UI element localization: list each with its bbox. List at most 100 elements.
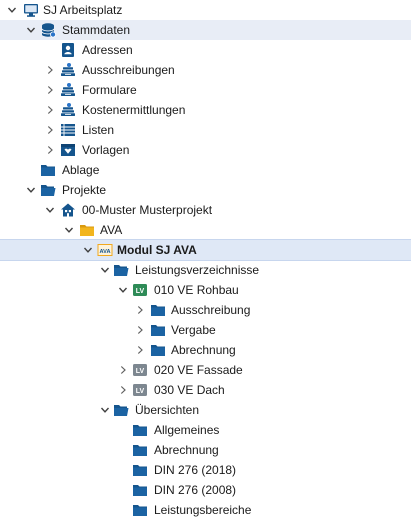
lv-gray-icon: LV (133, 364, 147, 376)
folder-yellow-icon (79, 222, 95, 238)
tree-node-vorlagen[interactable]: Vorlagen (0, 140, 411, 160)
chevron-down-icon[interactable] (83, 245, 93, 255)
template-icon (60, 142, 76, 158)
tree-node-label: Allgemeines (154, 423, 220, 437)
chevron-right-icon[interactable] (45, 125, 55, 135)
tree-node-lv-030[interactable]: LV 030 VE Dach (0, 380, 411, 400)
tree-node-label: Kostenermittlungen (82, 103, 186, 117)
tree-node-leistungsbereiche[interactable]: Leistungsbereiche (0, 500, 411, 520)
tree-node-projekte[interactable]: Projekte (0, 180, 411, 200)
chevron-right-icon[interactable] (135, 305, 145, 315)
tree-node-label: 020 VE Fassade (154, 363, 243, 377)
tree-node-ausschreibungen[interactable]: Ausschreibungen (0, 60, 411, 80)
tree-node-label: DIN 276 (2018) (154, 463, 237, 477)
ava-badge-text: AVA (100, 249, 111, 255)
chevron-down-icon[interactable] (7, 5, 17, 15)
tree-node-uebersichten[interactable]: Übersichten (0, 400, 411, 420)
chevron-down-icon[interactable] (26, 25, 36, 35)
tree-node-label: Projekte (62, 183, 107, 197)
folder-icon (132, 422, 148, 438)
tree-node-label: Leistungsverzeichnisse (135, 263, 260, 277)
chevron-right-icon[interactable] (118, 385, 128, 395)
tree-node-stammdaten[interactable]: Stammdaten (0, 20, 411, 40)
folder-open-icon (113, 262, 129, 278)
stack-icon (60, 62, 76, 78)
tree-node-din-2008[interactable]: DIN 276 (2008) (0, 480, 411, 500)
database-icon (40, 22, 56, 38)
tree-node-din-2018[interactable]: DIN 276 (2018) (0, 460, 411, 480)
folder-icon (132, 442, 148, 458)
chevron-down-icon[interactable] (118, 285, 128, 295)
folder-open-icon (113, 402, 129, 418)
tree-node-lv-010[interactable]: LV 010 VE Rohbau (0, 280, 411, 300)
tree-node-label: AVA (100, 223, 123, 237)
list-icon (60, 122, 76, 138)
lv-green-icon: LV (133, 284, 147, 296)
tree-node-label: Leistungsbereiche (154, 503, 252, 517)
folder-icon (132, 482, 148, 498)
chevron-right-icon[interactable] (135, 325, 145, 335)
tree-node-adressen[interactable]: Adressen (0, 40, 411, 60)
tree-node-vergabe[interactable]: Vergabe (0, 320, 411, 340)
folder-icon (150, 322, 166, 338)
tree-node-label: 00-Muster Musterprojekt (82, 203, 213, 217)
tree-node-modul-sj-ava[interactable]: AVA Modul SJ AVA (0, 239, 411, 261)
chevron-down-icon[interactable] (64, 225, 74, 235)
tree-node-label: Abrechnung (154, 443, 219, 457)
house-icon (60, 202, 76, 218)
tree-node-label: DIN 276 (2008) (154, 483, 237, 497)
tree-node-label: Formulare (82, 83, 137, 97)
tree-node-listen[interactable]: Listen (0, 120, 411, 140)
tree-node-lv-020[interactable]: LV 020 VE Fassade (0, 360, 411, 380)
chevron-right-icon[interactable] (135, 345, 145, 355)
chevron-down-icon[interactable] (100, 405, 110, 415)
tree-node-formulare[interactable]: Formulare (0, 80, 411, 100)
tree-node-leistungsverzeichnisse[interactable]: Leistungsverzeichnisse (0, 260, 411, 280)
tree-node-label: Vorlagen (82, 143, 130, 157)
stack-icon (60, 102, 76, 118)
tree-node-ava[interactable]: AVA (0, 220, 411, 240)
folder-icon (132, 502, 148, 518)
tree-node-allgemeines[interactable]: Allgemeines (0, 420, 411, 440)
chevron-right-icon[interactable] (45, 105, 55, 115)
tree-node-label: Ausschreibungen (82, 63, 175, 77)
tree-node-label: Stammdaten (62, 23, 131, 37)
tree-node-abrechnung-uebersicht[interactable]: Abrechnung (0, 440, 411, 460)
chevron-down-icon[interactable] (45, 205, 55, 215)
tree-node-ausschreibung[interactable]: Ausschreibung (0, 300, 411, 320)
chevron-right-icon[interactable] (45, 85, 55, 95)
tree-node-label: Ausschreibung (171, 303, 251, 317)
folder-open-icon (40, 182, 56, 198)
address-card-icon (60, 42, 76, 58)
tree-node-label: Listen (82, 123, 115, 137)
tree-node-ablage[interactable]: Ablage (0, 160, 411, 180)
tree-node-label: Vergabe (171, 323, 216, 337)
chevron-right-icon[interactable] (45, 65, 55, 75)
folder-icon (150, 302, 166, 318)
tree-node-label: SJ Arbeitsplatz (43, 3, 123, 17)
tree-node-label: 010 VE Rohbau (154, 283, 239, 297)
tree-node-musterprojekt[interactable]: 00-Muster Musterprojekt (0, 200, 411, 220)
folder-icon (150, 342, 166, 358)
tree-node-label: 030 VE Dach (154, 383, 225, 397)
chevron-right-icon[interactable] (118, 365, 128, 375)
folder-icon (40, 162, 56, 178)
lv-badge-text: LV (136, 388, 145, 395)
tree-node-label: Adressen (82, 43, 133, 57)
ava-module-icon: AVA (97, 244, 113, 256)
stack-icon (60, 82, 76, 98)
lv-badge-text: LV (136, 288, 145, 295)
tree-node-label: Abrechnung (171, 343, 236, 357)
tree-node-label: Übersichten (135, 403, 200, 417)
tree-node-abrechnung[interactable]: Abrechnung (0, 340, 411, 360)
tree-node-kostenermittlungen[interactable]: Kostenermittlungen (0, 100, 411, 120)
tree-node-label: Ablage (62, 163, 100, 177)
chevron-down-icon[interactable] (26, 185, 36, 195)
chevron-right-icon[interactable] (45, 145, 55, 155)
lv-gray-icon: LV (133, 384, 147, 396)
folder-icon (132, 462, 148, 478)
tree-node-label: Modul SJ AVA (117, 243, 197, 257)
chevron-down-icon[interactable] (100, 265, 110, 275)
tree-node-sj-arbeitsplatz[interactable]: SJ Arbeitsplatz (0, 0, 411, 20)
